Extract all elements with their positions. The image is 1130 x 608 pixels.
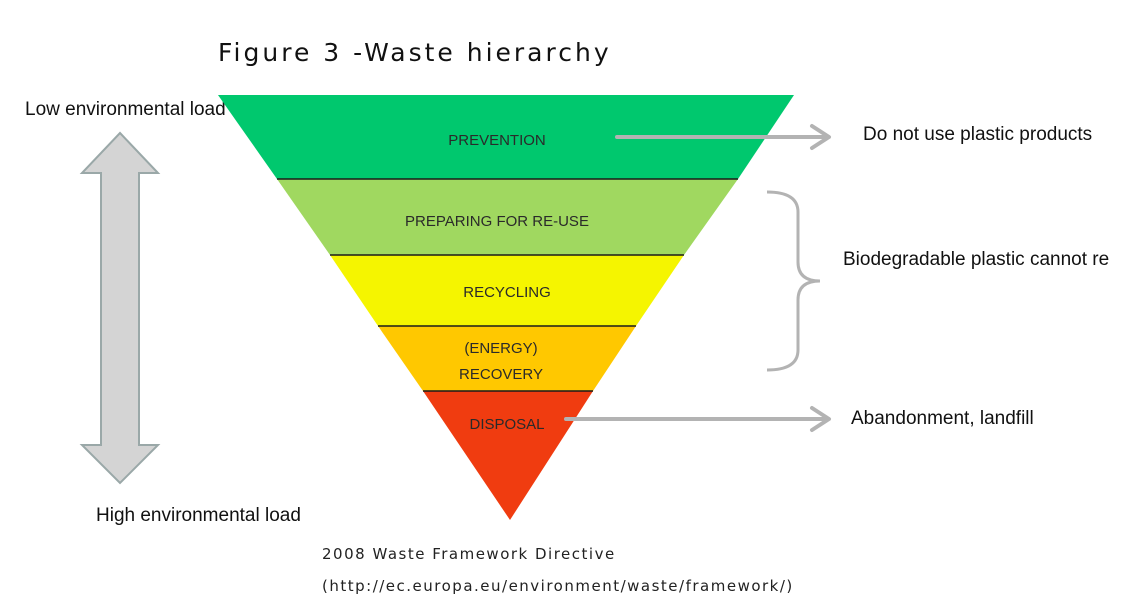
annotation-prevention: Do not use plastic products xyxy=(863,124,1093,145)
prevention-arrow xyxy=(615,124,831,150)
tier-label-disposal: DISPOSAL xyxy=(469,416,544,433)
source-caption: 2008 Waste Framework Directive xyxy=(322,545,616,563)
tier-disposal xyxy=(423,391,593,520)
low-environmental-load-label: Low environmental load xyxy=(25,99,226,120)
environmental-load-arrow xyxy=(79,131,161,485)
tier-energy-recovery xyxy=(378,326,636,391)
biodegradable-bracket xyxy=(766,190,821,372)
tier-label-recycling: RECYCLING xyxy=(463,284,551,301)
tier-recycling xyxy=(330,255,684,326)
tier-label-energy: (ENERGY) xyxy=(464,340,537,357)
tier-label-preparing-for-reuse: PREPARING FOR RE-USE xyxy=(405,213,589,230)
tier-dividers xyxy=(277,178,738,392)
source-url: (http://ec.europa.eu/environment/waste/f… xyxy=(322,577,794,595)
annotation-disposal: Abandonment, landfill xyxy=(851,408,1034,429)
tier-preparing-for-reuse xyxy=(277,179,738,255)
disposal-arrow xyxy=(564,406,831,432)
annotation-biodegradable: Biodegradable plastic cannot re xyxy=(843,249,1110,270)
figure-title: Figure 3 -Waste hierarchy xyxy=(218,38,612,67)
tier-prevention xyxy=(218,95,794,179)
high-environmental-load-label: High environmental load xyxy=(96,505,301,526)
tier-label-prevention: PREVENTION xyxy=(448,132,546,149)
tier-label-recovery: RECOVERY xyxy=(459,366,543,383)
